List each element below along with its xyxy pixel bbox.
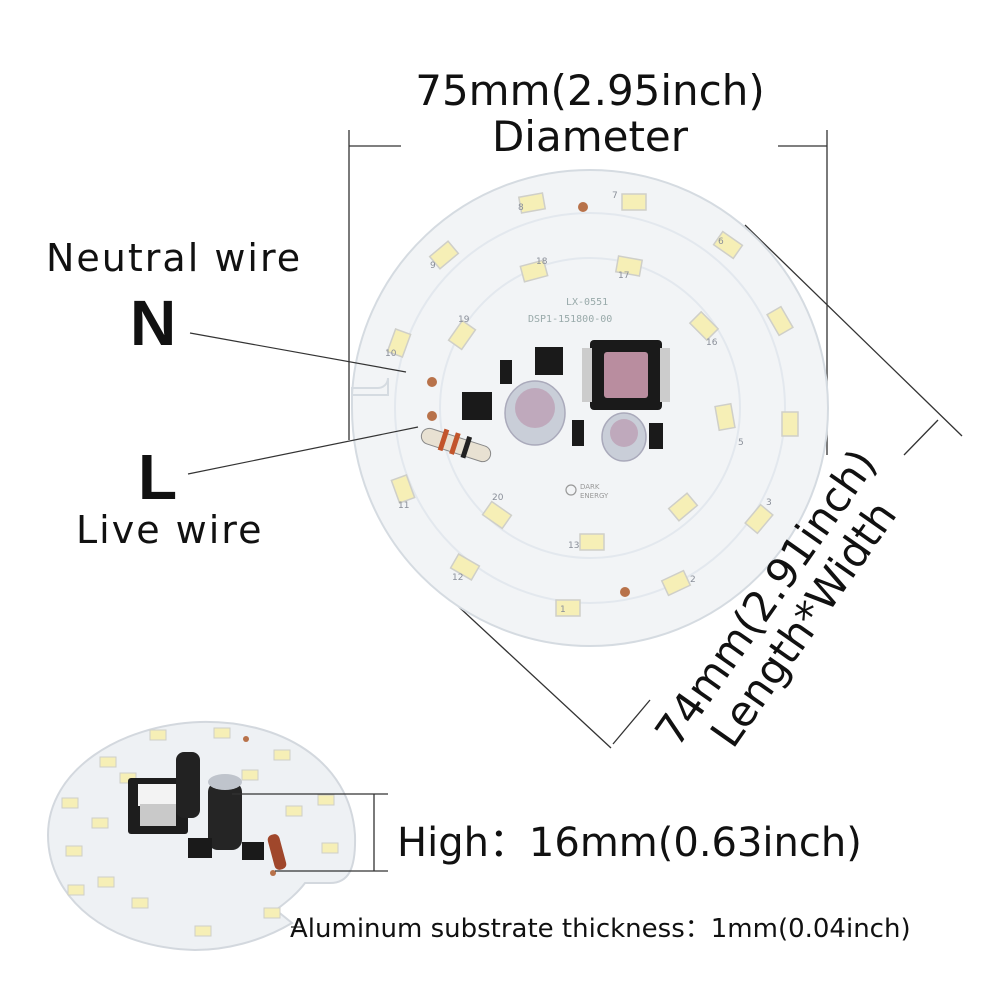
brand-marking-2: ENERGY [580,492,609,500]
led-number: 6 [718,237,724,247]
copper-pads [427,202,630,597]
led-number: 3 [766,498,772,508]
brand-logo-icon [565,484,577,496]
live-letter: L [138,441,178,513]
led-number: 20 [492,493,504,503]
led-number: 8 [518,203,524,213]
diameter-value: 75mm(2.95inch) [415,66,765,115]
diameter-word: Diameter [491,112,689,161]
main-led-board: LX-0551 DSP1-151800-00 DARK ENERGY [350,168,829,647]
ic-chips [462,347,663,449]
led-number: 2 [690,575,696,585]
led-number: 11 [398,501,409,511]
model-marking: DSP1-151800-00 [528,314,612,325]
side-view-board [46,720,357,952]
led-number: 10 [385,349,397,359]
led-number: 7 [612,191,618,201]
led-number: 13 [568,541,579,551]
led-number: 17 [618,271,629,281]
led-chips [386,192,799,617]
led-number: 9 [430,261,436,271]
wire-leader-lines [187,332,419,475]
thickness-label: Aluminum substrate thickness：1mm(0.04inc… [290,914,911,944]
led-number: 1 [560,605,566,615]
neutral-wire-label: Neutral wire [46,236,303,280]
led-number: 5 [738,438,744,448]
transformer [582,340,670,410]
brand-marking-1: DARK [580,483,600,491]
capacitors [504,380,647,462]
board-disc [350,168,829,647]
part-number-marking: LX-0551 [566,297,608,308]
live-wire-label: Live wire [76,508,264,552]
neutral-letter: N [130,287,177,359]
diameter-label: 75mm(2.95inch) Diameter [400,68,780,160]
led-number: 18 [536,257,548,267]
height-label: High：16mm(0.63inch) [397,820,862,866]
led-number: 12 [452,573,463,583]
led-number: 16 [706,338,718,348]
height-dimension-lines [232,793,388,928]
resistor [420,427,492,463]
led-number: 19 [458,315,470,325]
